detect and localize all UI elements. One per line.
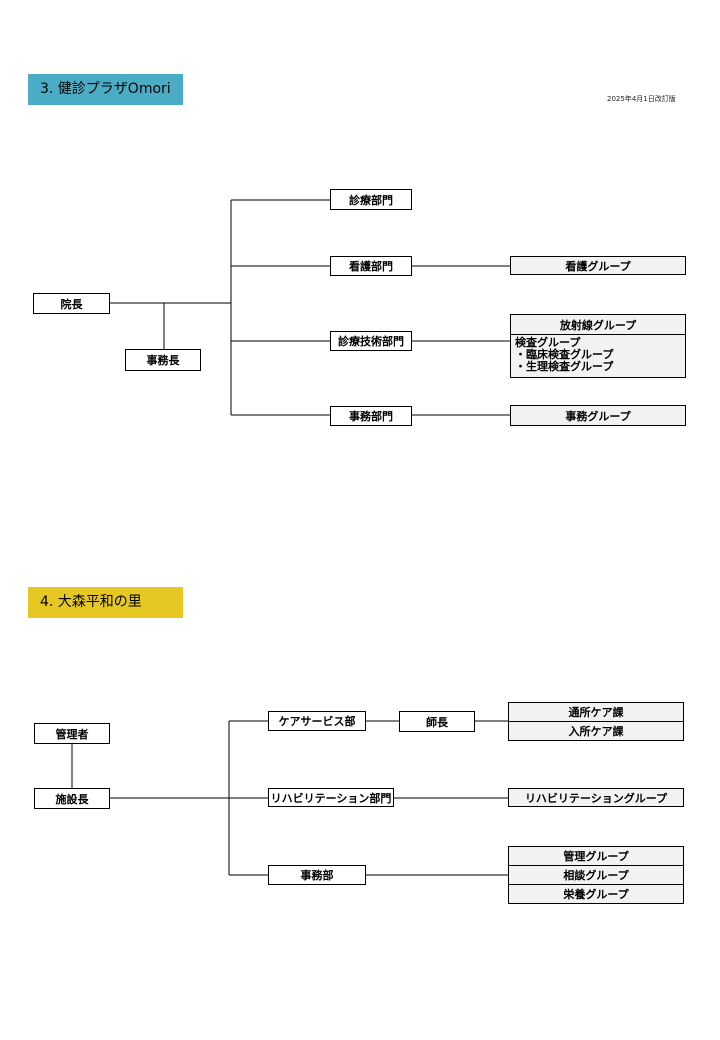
technical-dept-box: 診療技術部門 [330,331,412,351]
examination-group-label: 検査グループ [515,336,581,349]
nursing-dept-box: 看護部門 [330,256,412,276]
nursing-group-box: 看護グループ [510,256,686,275]
consultation-group-box: 相談グループ [508,865,684,885]
revision-date: 2025年4月1日改訂版 [607,95,676,103]
care-service-dept-box: ケアサービス部 [268,711,366,731]
day-care-section-box: 通所ケア課 [508,702,684,722]
head-nurse-box: 師長 [399,711,475,732]
section4-title: 4. 大森平和の里 [28,587,183,618]
radiology-group-label: 放射線グループ [511,315,685,335]
clinical-lab-group-label: ・臨床検査グループ [515,348,614,361]
director-box: 院長 [33,293,110,314]
residential-care-section-box: 入所ケア課 [508,721,684,741]
nutrition-group-box: 栄養グループ [508,884,684,904]
admin-division-box: 事務部 [268,865,366,885]
physiology-lab-group-label: ・生理検査グループ [515,360,614,373]
rehab-dept-box: リハビリテーション部門 [268,788,394,807]
admin-manager-box: 事務長 [125,349,201,371]
admin-dept-box: 事務部門 [330,406,412,426]
management-group-box: 管理グループ [508,846,684,866]
administrator-box: 管理者 [34,723,110,744]
section3-title: 3. 健診プラザOmori [28,74,183,105]
admin-group-box: 事務グループ [510,405,686,426]
facility-director-box: 施設長 [34,788,110,809]
medical-dept-box: 診療部門 [330,189,412,210]
rehab-group-box: リハビリテーショングループ [508,788,684,807]
technical-groups-box: 放射線グループ 検査グループ ・臨床検査グループ ・生理検査グループ [510,314,686,378]
